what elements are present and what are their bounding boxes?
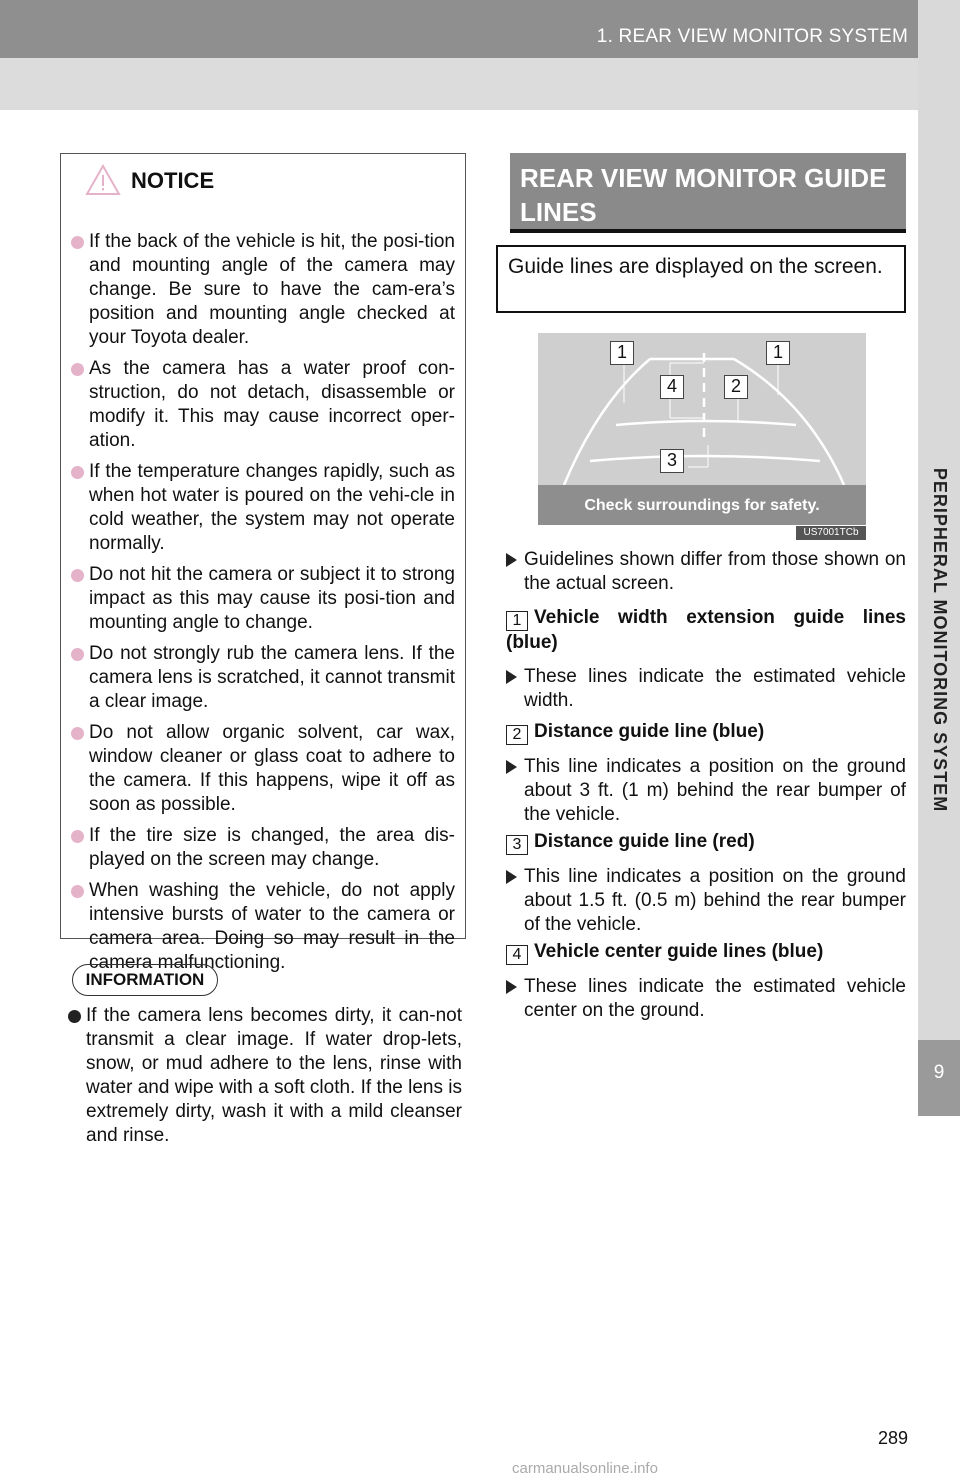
bullet-icon: [71, 363, 84, 376]
guide-intro-text: Guide lines are displayed on the screen.: [508, 255, 883, 278]
guide-lines-drawing: [562, 353, 846, 486]
arrow-bullet-icon: [506, 870, 517, 884]
notice-item: Do not allow organic solvent, car wax, w…: [67, 721, 455, 817]
image-code: US7001TCb: [796, 526, 866, 540]
page-section-title: 1. REAR VIEW MONITOR SYSTEM: [596, 26, 908, 47]
screen-message-bar: [538, 485, 866, 525]
notice-item-text: If the tire size is changed, the area di…: [89, 825, 455, 870]
side-tab-number-box: [918, 1040, 960, 1116]
arrow-bullet-icon: [506, 670, 517, 684]
notice-item-text: Do not allow organic solvent, car wax, w…: [89, 722, 455, 815]
guide-item-desc: This line indicates a position on the gr…: [506, 865, 906, 937]
guide-note-text: Guidelines shown differ from those shown…: [524, 549, 906, 594]
notice-item: Do not hit the camera or subject it to s…: [67, 563, 455, 635]
notice-item: If the tire size is changed, the area di…: [67, 824, 455, 872]
header-bar: [0, 0, 960, 58]
bullet-icon: [71, 569, 84, 582]
bullet-icon: [71, 466, 84, 479]
notice-title: NOTICE: [131, 168, 215, 193]
bullet-icon: [68, 1010, 81, 1023]
number-box-icon: 1: [506, 611, 528, 631]
bullet-icon: [71, 885, 84, 898]
guide-item-desc-text: This line indicates a position on the gr…: [524, 756, 906, 825]
bullet-icon: [71, 648, 84, 661]
monitor-screen-illustration: 1 1 4 2 3 Check surroundings for safety.: [538, 333, 866, 525]
notice-item-text: If the back of the vehicle is hit, the p…: [89, 231, 455, 348]
guide-item-title: 2 Distance guide line (blue): [506, 720, 906, 745]
side-tab-label: PERIPHERAL MONITORING SYSTEM: [930, 467, 950, 813]
callout-2: 2: [724, 375, 748, 399]
notice-header: NOTICE: [61, 154, 465, 206]
bullet-icon: [71, 236, 84, 249]
guide-note-item: Guidelines shown differ from those shown…: [506, 548, 906, 596]
guide-item-title-text: Vehicle center guide lines (blue): [534, 941, 824, 962]
guide-item-3: 3 Distance guide line (red) This line ind…: [506, 830, 906, 937]
information-tag: INFORMATION: [72, 964, 218, 996]
guide-item-desc-text: This line indicates a position on the gr…: [524, 866, 906, 935]
watermark: carmanualsonline.info: [512, 1460, 658, 1477]
notice-item-text: When washing the vehicle, do not apply i…: [89, 880, 455, 973]
notice-list: If the back of the vehicle is hit, the p…: [61, 230, 465, 982]
guide-lines-heading: REAR VIEW MONITOR GUIDE LINES: [510, 153, 906, 229]
guide-note: Guidelines shown differ from those shown…: [506, 548, 906, 596]
notice-item-text: As the camera has a water proof con-stru…: [89, 358, 455, 451]
screen-message: Check surroundings for safety.: [584, 497, 820, 514]
bullet-icon: [71, 727, 84, 740]
notice-item-text: Do not hit the camera or subject it to s…: [89, 564, 455, 633]
header-band: [0, 58, 960, 110]
notice-box: NOTICE If the back of the vehicle is hit…: [60, 153, 466, 973]
guide-lines-heading-text: REAR VIEW MONITOR GUIDE LINES: [520, 161, 886, 229]
arrow-bullet-icon: [506, 553, 517, 567]
guide-item-desc: This line indicates a position on the gr…: [506, 755, 906, 827]
information-list: If the camera lens becomes dirty, it can…: [64, 1004, 462, 1155]
notice-item: If the back of the vehicle is hit, the p…: [67, 230, 455, 350]
notice-item: When washing the vehicle, do not apply i…: [67, 879, 455, 975]
bullet-icon: [71, 830, 84, 843]
guide-item-desc-text: These lines indicate the estimated vehic…: [524, 666, 906, 711]
number-box-icon: 3: [506, 835, 528, 855]
warning-triangle-icon: [85, 164, 121, 195]
side-tab-number: 9: [933, 1062, 945, 1083]
heading-rule: [510, 229, 906, 233]
arrow-bullet-icon: [506, 760, 517, 774]
callout-4: 4: [660, 375, 684, 399]
guide-item-desc-text: These lines indicate the estimated vehic…: [524, 976, 906, 1021]
notice-item-text: Do not strongly rub the camera lens. If …: [89, 643, 455, 712]
guide-item-title: 4 Vehicle center guide lines (blue): [506, 940, 906, 965]
information-item-text: If the camera lens becomes dirty, it can…: [86, 1005, 462, 1146]
callout-1-right: 1: [766, 341, 790, 365]
heading-line-1: REAR VIEW MONITOR GUIDE: [520, 163, 887, 193]
heading-line-2: LINES: [520, 197, 597, 227]
guide-item-title-text: Distance guide line (blue): [534, 721, 765, 742]
number-box-icon: 2: [506, 725, 528, 745]
guide-intro-box: Guide lines are displayed on the screen.: [496, 245, 906, 313]
page-number: 289: [877, 1428, 908, 1448]
guide-item-title-text: Distance guide line (red): [534, 831, 755, 852]
arrow-bullet-icon: [506, 980, 517, 994]
number-box-icon: 4: [506, 945, 528, 965]
guide-item-desc: These lines indicate the estimated vehic…: [506, 975, 906, 1023]
guide-item-title-text: Vehicle width extension guide lines (blu…: [506, 607, 906, 653]
side-tab: [918, 0, 960, 1116]
guide-item-title: 3 Distance guide line (red): [506, 830, 906, 855]
notice-item: Do not strongly rub the camera lens. If …: [67, 642, 455, 714]
callout-1-left: 1: [610, 341, 634, 365]
guide-item-4: 4 Vehicle center guide lines (blue) These…: [506, 940, 906, 1023]
notice-item: If the temperature changes rapidly, such…: [67, 460, 455, 556]
callout-3: 3: [660, 449, 684, 473]
notice-item-text: If the temperature changes rapidly, such…: [89, 461, 455, 554]
notice-item: As the camera has a water proof con-stru…: [67, 357, 455, 453]
information-item: If the camera lens becomes dirty, it can…: [64, 1004, 462, 1148]
guide-item-desc: These lines indicate the estimated vehic…: [506, 665, 906, 713]
guide-item-2: 2 Distance guide line (blue) This line in…: [506, 720, 906, 827]
